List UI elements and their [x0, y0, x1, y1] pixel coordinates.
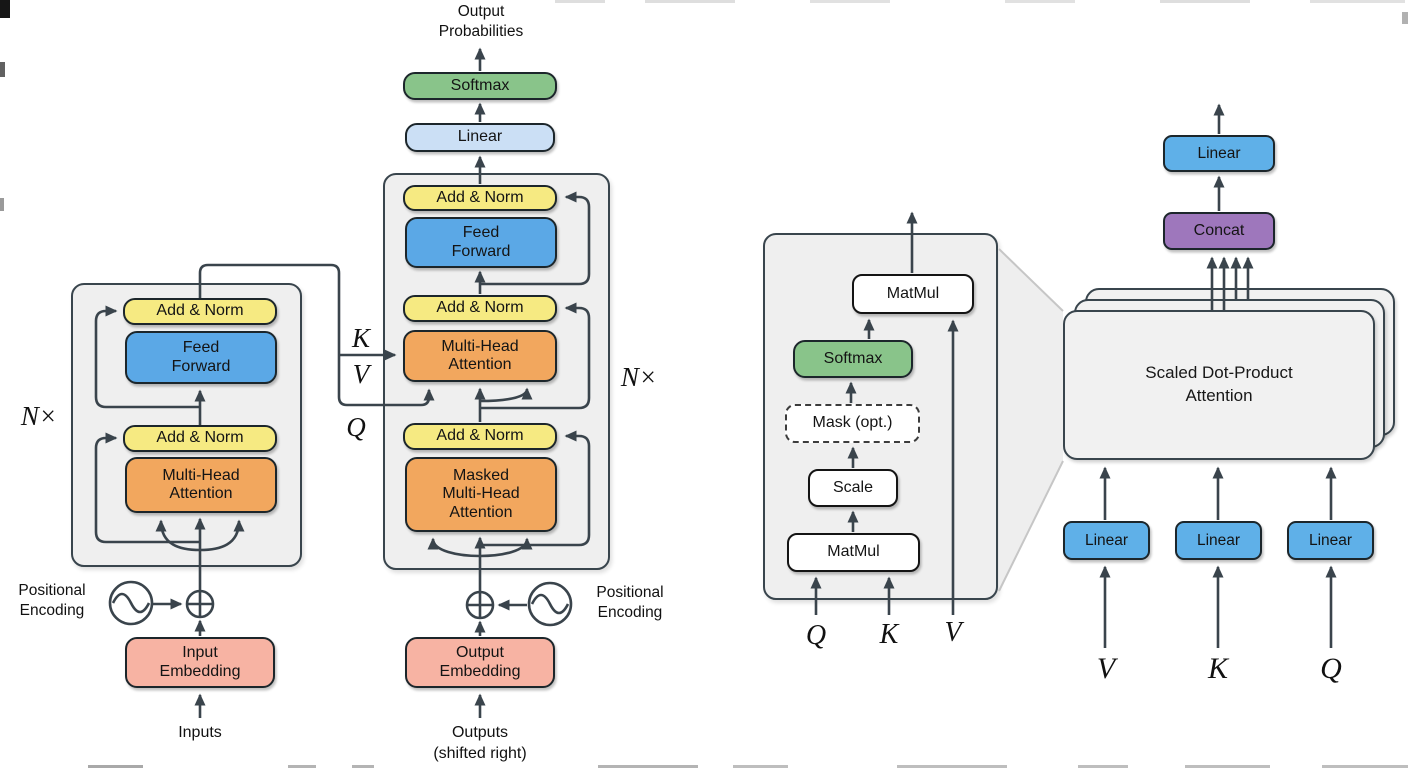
encoder-feed-forward: Feed Forward — [125, 331, 277, 384]
multi-head-arrows — [1099, 103, 1337, 648]
edge-artifact — [598, 765, 698, 768]
sdpa-mask-opt: Mask (opt.) — [785, 404, 920, 443]
output-embedding: Output Embedding — [405, 637, 555, 688]
mha-linear-q: Linear — [1287, 521, 1374, 560]
mha-linear-v: Linear — [1063, 521, 1150, 560]
encoder-add-norm-bottom: Add & Norm — [123, 425, 277, 452]
edge-artifact — [1310, 0, 1405, 3]
sdpa-softmax: Softmax — [793, 340, 913, 378]
sdpa-arrows — [810, 211, 959, 615]
decoder-k-label: K — [351, 323, 370, 353]
positional-encoding-label-right: Positional Encoding — [596, 584, 664, 622]
mha-q-label: Q — [1320, 652, 1342, 685]
decoder-arrows — [427, 47, 591, 718]
edge-artifact — [352, 765, 374, 768]
decoder-v-label: V — [352, 359, 370, 389]
sdpa-matmul-bottom: MatMul — [787, 533, 920, 572]
edge-artifact — [1322, 765, 1408, 768]
edge-artifact — [555, 0, 605, 3]
mha-concat: Concat — [1163, 212, 1275, 250]
plus-circle-right — [465, 590, 495, 620]
edge-artifact — [1185, 765, 1270, 768]
sdpa-q-label: Q — [805, 620, 827, 651]
positional-encoding-symbol-left — [108, 580, 154, 626]
decoder-repeat-label: N× — [620, 362, 658, 392]
edge-artifact — [288, 765, 316, 768]
encoder-add-norm-top: Add & Norm — [123, 298, 277, 325]
edge-artifact — [897, 765, 1007, 768]
edge-artifact — [0, 0, 10, 18]
edge-artifact — [88, 765, 143, 768]
masked-multi-head-attention: Masked Multi-Head Attention — [405, 457, 557, 532]
output-probabilities-label: Output Probabilities — [438, 3, 524, 41]
sdpa-v-label: V — [944, 617, 962, 648]
edge-artifact — [733, 765, 788, 768]
zoom-funnel — [998, 248, 1064, 592]
encoder-repeat-label: N× — [20, 401, 58, 431]
edge-artifact — [810, 0, 890, 3]
edge-artifact — [1402, 12, 1408, 24]
sdpa-matmul-top: MatMul — [852, 274, 974, 314]
sdpa-k-label: K — [879, 619, 899, 650]
sdpa-scale: Scale — [808, 469, 898, 507]
mha-linear-k: Linear — [1175, 521, 1262, 560]
edge-artifact — [645, 0, 735, 3]
decoder-add-norm-top: Add & Norm — [403, 185, 557, 211]
output-linear: Linear — [405, 123, 555, 152]
edge-artifact — [1078, 765, 1128, 768]
positional-encoding-label-left: Positional Encoding — [18, 582, 86, 620]
edge-artifact — [1005, 0, 1075, 3]
sdpa-stack-label: Scaled Dot-Product Attention — [1145, 363, 1293, 405]
decoder-q-label: Q — [346, 412, 366, 442]
encoder-multi-head-attention: Multi-Head Attention — [125, 457, 277, 513]
outputs-label: Outputs (shifted right) — [433, 724, 527, 763]
edge-artifact — [0, 198, 4, 211]
attention-head-layer-front — [1063, 310, 1375, 460]
mha-v-label: V — [1096, 652, 1116, 685]
edge-artifact — [1160, 0, 1250, 3]
inputs-label: Inputs — [178, 724, 222, 741]
decoder-add-norm-bottom: Add & Norm — [403, 423, 557, 450]
mha-k-label: K — [1207, 652, 1228, 685]
decoder-feed-forward: Feed Forward — [405, 217, 557, 268]
edge-artifact — [0, 62, 5, 77]
decoder-multi-head-attention: Multi-Head Attention — [403, 330, 557, 382]
mha-linear-output: Linear — [1163, 135, 1275, 172]
decoder-add-norm-mid: Add & Norm — [403, 295, 557, 322]
plus-circle-left — [185, 589, 215, 619]
positional-encoding-symbol-right — [527, 581, 573, 627]
output-softmax: Softmax — [403, 72, 557, 100]
input-embedding: Input Embedding — [125, 637, 275, 688]
encoder-arrows — [94, 263, 435, 718]
